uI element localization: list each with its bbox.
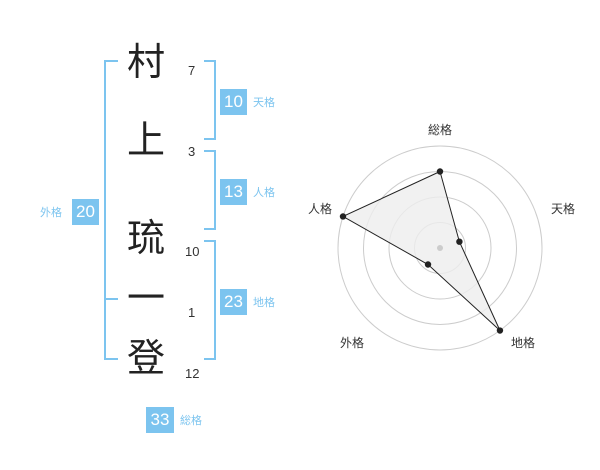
jinkaku-value-box: 13 — [220, 179, 247, 205]
radar-point-3 — [496, 327, 504, 334]
jinkaku-bracket — [204, 150, 216, 230]
radar-center-dot — [437, 245, 443, 251]
name-char-1: 村 — [126, 40, 165, 84]
radar-point-5 — [339, 213, 347, 220]
chikaku-label: 地格 — [253, 296, 275, 309]
stroke-count-1: 7 — [188, 63, 196, 78]
radar-polygon — [341, 170, 501, 331]
stroke-count-2: 3 — [188, 144, 196, 159]
soukaku-value-box: 33 — [146, 407, 174, 433]
stroke-count-4: 1 — [188, 305, 196, 320]
radar-axis-label-soukaku: 総格 — [428, 123, 453, 137]
radar-point-2 — [456, 238, 463, 245]
chikaku-bracket — [204, 240, 216, 360]
tenkaku-bracket — [204, 60, 216, 140]
radar-axis-label-gaikaku: 外格 — [340, 336, 365, 350]
stroke-count-5: 12 — [185, 366, 200, 381]
tenkaku-label: 天格 — [253, 96, 275, 109]
jinkaku-label: 人格 — [253, 186, 275, 199]
gaikaku-label: 外格 — [40, 206, 62, 219]
gaikaku-bracket — [104, 60, 118, 300]
radar-point-1 — [436, 168, 444, 175]
gaikaku-value-box: 20 — [72, 199, 99, 225]
gaikaku-bracket-lower — [104, 298, 118, 360]
radar-axis-label-jinkaku: 人格 — [308, 202, 333, 216]
soukaku-label: 総格 — [180, 414, 202, 427]
name-char-2: 上 — [126, 118, 165, 162]
radar-point-4 — [424, 261, 432, 268]
chikaku-value-box: 23 — [220, 289, 247, 315]
name-char-4: 一 — [126, 276, 165, 320]
radar-chart — [337, 145, 543, 351]
radar-axis-label-tenkaku: 天格 — [551, 202, 576, 216]
stroke-count-3: 10 — [185, 244, 200, 259]
tenkaku-value-box: 10 — [220, 89, 247, 115]
radar-grid-ring — [337, 145, 543, 351]
name-char-5: 登 — [126, 336, 165, 380]
name-char-3: 琉 — [126, 216, 165, 260]
radar-axis-label-chikaku: 地格 — [511, 336, 536, 350]
